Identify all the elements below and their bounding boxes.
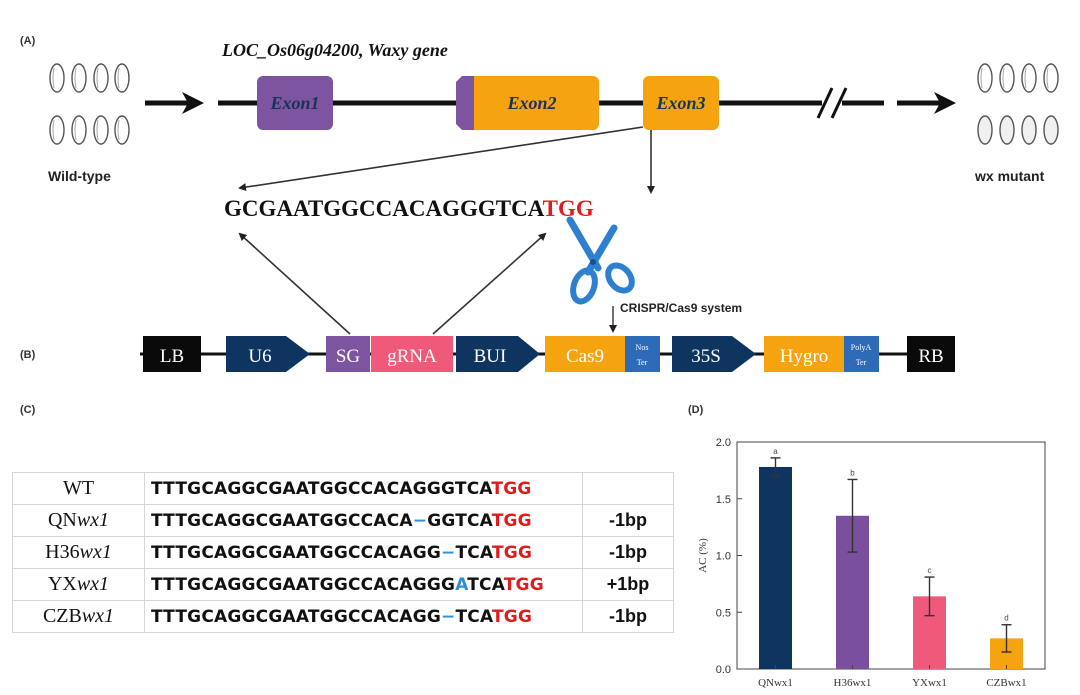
line-name-cell: WT [12, 472, 145, 505]
svg-text:SG: SG [336, 346, 361, 367]
svg-text:LB: LB [160, 346, 184, 367]
mutation-cell: +1bp [582, 568, 674, 601]
panel-d-label: (D) [688, 404, 704, 416]
mutation-cell: -1bp [582, 504, 674, 537]
y-tick-label: 1.0 [716, 551, 731, 563]
y-axis-label: AC (%) [697, 538, 709, 573]
exon3-to-seq-start-arrow [238, 126, 644, 192]
construct-u6-promoter: U6 [226, 336, 310, 372]
significance-letter: b [850, 468, 855, 477]
construct-nos-terminator: Nos Ter [625, 336, 660, 372]
construct-lb: LB [143, 336, 201, 372]
sg-to-seq-arrow [238, 232, 351, 335]
sequence-cell: TTTGCAGGCGAATGGCCACAGG−TCATGG [144, 536, 583, 569]
svg-text:35S: 35S [691, 346, 721, 367]
crispr-label: CRISPR/Cas9 system [620, 301, 742, 315]
panel-c-label: (C) [20, 404, 36, 416]
y-tick-label: 2.0 [716, 437, 731, 449]
sequence-cell: TTTGCAGGCGAATGGCCACAGGGATCATGG [144, 568, 583, 601]
construct-sg: SG [326, 336, 370, 372]
target-sequence: GCGAATGGCCACAGGGTCATGG [224, 196, 594, 221]
line-name-cell: CZBwx1 [12, 600, 145, 633]
sequence-cell: TTTGCAGGCGAATGGCCACAGG−TCATGG [144, 600, 583, 633]
grna-to-seq-arrow [432, 232, 547, 335]
exon3-box: Exon3 [643, 76, 719, 130]
significance-letter: d [1004, 614, 1008, 623]
svg-text:Ter: Ter [856, 358, 867, 367]
panel-a-label: (A) [20, 35, 36, 47]
mutation-cell [582, 472, 674, 505]
line-name-cell: QNwx1 [12, 504, 145, 537]
gene-title: LOC_Os06g04200, Waxy gene [221, 40, 448, 60]
exon1-label: Exon1 [269, 93, 319, 113]
y-tick-label: 0.0 [716, 664, 731, 676]
construct-grna: gRNA [371, 336, 453, 372]
construct-35s-promoter: 35S [672, 336, 756, 372]
line-name-cell: H36wx1 [12, 536, 145, 569]
exon2-box: Exon2 [456, 76, 599, 130]
exon1-box: Exon1 [257, 76, 333, 130]
x-tick-label: H36wx1 [834, 677, 872, 689]
construct-hygro: Hygro [764, 336, 844, 372]
wild-type-label: Wild-type [48, 168, 111, 184]
scissors-icon [566, 216, 635, 305]
mutation-cell: -1bp [582, 536, 674, 569]
construct-rb: RB [907, 336, 955, 372]
x-tick-label: QNwx1 [758, 677, 793, 689]
svg-text:Hygro: Hygro [780, 346, 829, 367]
mutant-grains-icon [977, 63, 1059, 145]
wild-type-grains-icon [49, 63, 130, 145]
y-tick-label: 1.5 [716, 494, 731, 506]
svg-text:PolyA: PolyA [851, 343, 872, 352]
sequence-cell: TTTGCAGGCGAATGGCCACAGGGTCATGG [144, 472, 583, 505]
svg-text:Ter: Ter [637, 358, 648, 367]
x-tick-label: YXwx1 [912, 677, 947, 689]
construct-polya-terminator: PolyA Ter [844, 336, 879, 372]
arrow-right-icon [145, 92, 204, 114]
panel-b-label: (B) [20, 349, 36, 361]
svg-text:RB: RB [918, 346, 943, 367]
arrow-right-icon-2 [897, 92, 956, 114]
mutant-label: wx mutant [974, 168, 1045, 184]
significance-letter: c [928, 566, 932, 575]
svg-text:U6: U6 [248, 346, 271, 367]
bar-QNwx1 [759, 466, 792, 669]
line-name-cell: YXwx1 [12, 568, 145, 601]
x-tick-label: CZBwx1 [986, 677, 1026, 689]
break-mark-icon [816, 87, 848, 119]
construct-bui-promoter: BUI [456, 336, 540, 372]
y-tick-label: 0.5 [716, 607, 731, 619]
exon2-label: Exon2 [506, 93, 556, 113]
construct-cas9: Cas9 [545, 336, 625, 372]
svg-text:gRNA: gRNA [387, 346, 437, 367]
exon3-label: Exon3 [655, 93, 705, 113]
svg-text:BUI: BUI [474, 346, 507, 367]
svg-text:Nos: Nos [636, 343, 649, 352]
sequence-cell: TTTGCAGGCGAATGGCCACA−GGTCATGG [144, 504, 583, 537]
svg-text:Cas9: Cas9 [566, 346, 604, 367]
mutation-cell: -1bp [582, 600, 674, 633]
significance-letter: a [773, 447, 778, 456]
